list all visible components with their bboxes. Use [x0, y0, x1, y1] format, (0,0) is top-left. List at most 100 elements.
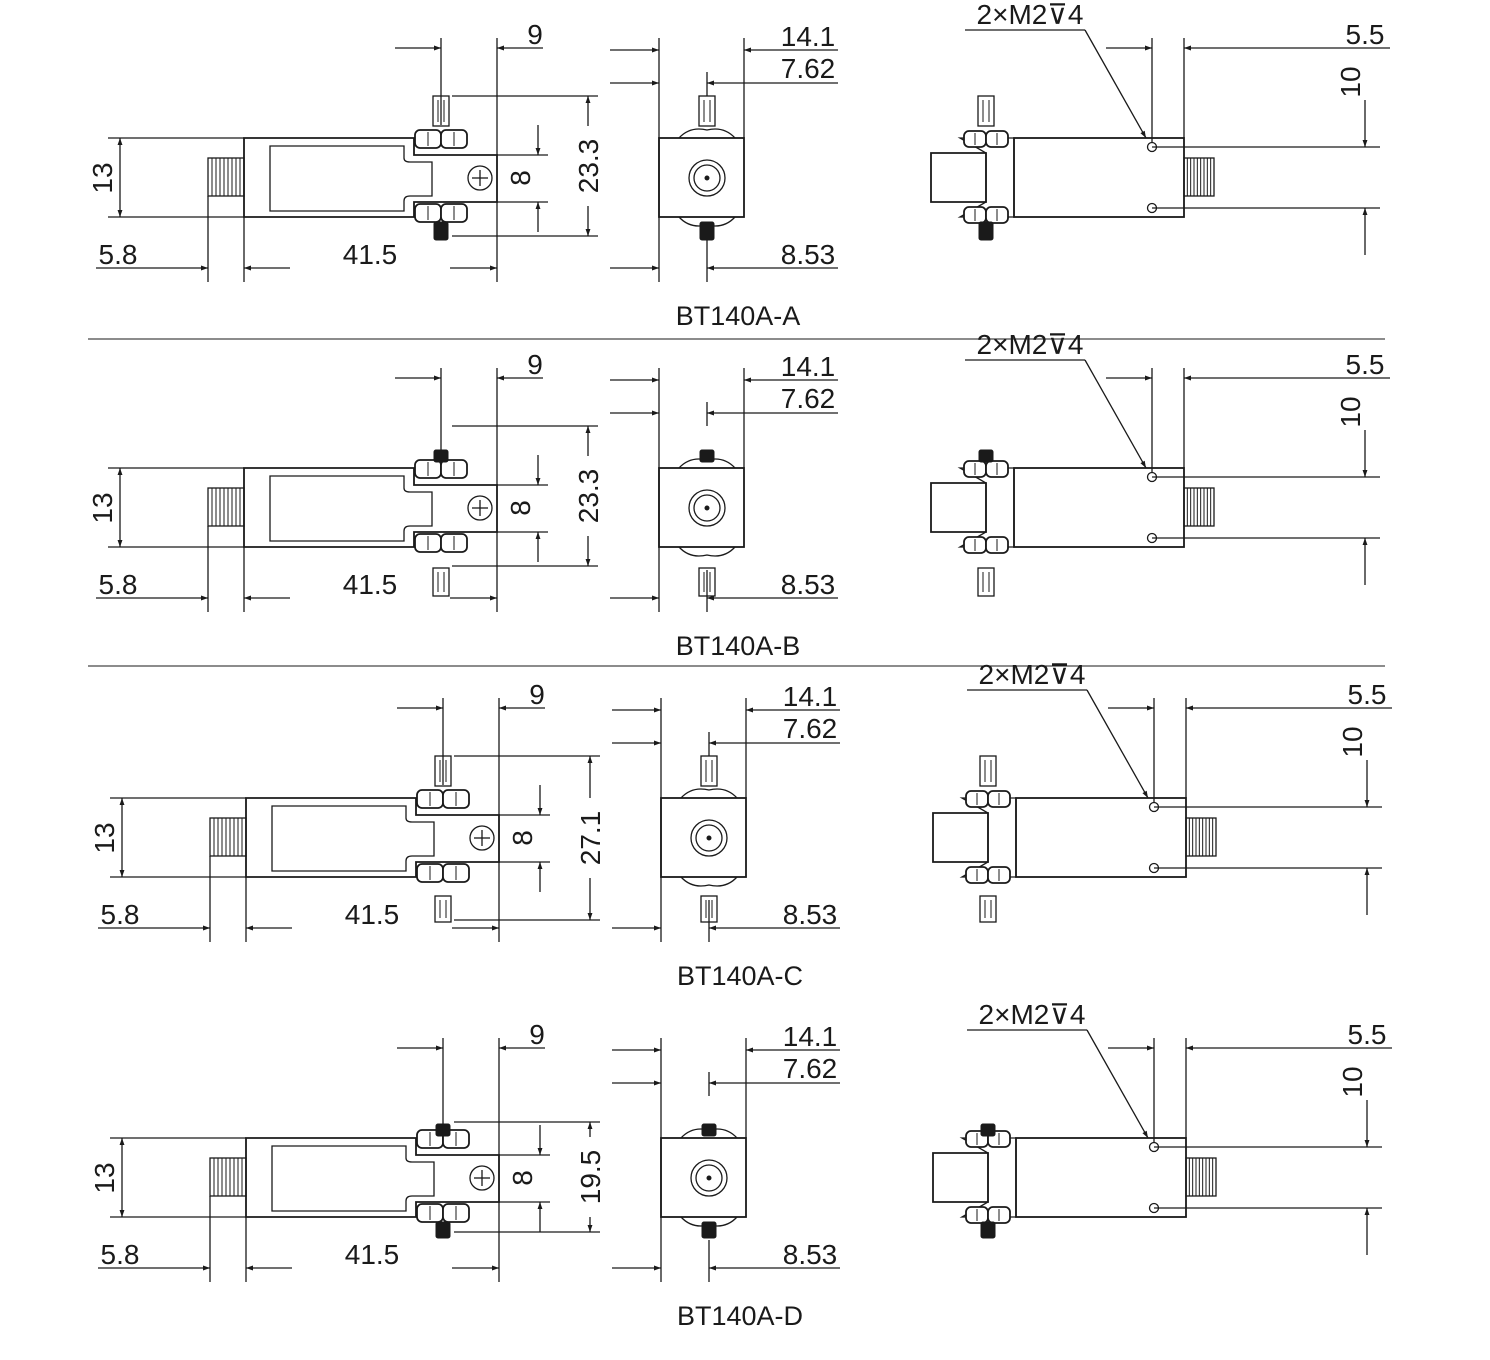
leader-arrow: [1084, 29, 1147, 139]
rf-port-outer: [690, 1159, 728, 1197]
leader-arrow: [1086, 1029, 1149, 1139]
nut-top: [678, 128, 736, 139]
dim-flange-offset: 9: [527, 19, 543, 50]
dim-side-width: 14.1: [781, 351, 836, 382]
rf-port-outer: [690, 819, 728, 857]
leader-arrow: [1084, 359, 1147, 469]
rear-view: 2×M2⊽4 5.5 10: [932, 999, 1392, 1255]
dim-total-height: 23.3: [573, 139, 604, 194]
dim-hole-note: 2×M2⊽4: [977, 329, 1084, 360]
housing-recess: [271, 1145, 435, 1212]
dim-flange-hole: 8: [505, 500, 536, 516]
bias-pin-open: [434, 895, 452, 923]
rear-view: 2×M2⊽45.510: [932, 659, 1392, 923]
dim-flange-offset: 9: [529, 679, 545, 710]
dim-hole-spacing: 10: [1337, 726, 1368, 757]
sma-connector-right: [1183, 487, 1215, 527]
bias-pin-open: [432, 567, 450, 597]
side-housing: [660, 1137, 747, 1218]
dim-side-depth: 8.53: [781, 569, 836, 600]
sma-connector-left: [209, 1157, 247, 1197]
dim-hole-note: 2×M2⊽4: [977, 0, 1084, 30]
bias-pin-solid: [701, 1123, 717, 1137]
housing-recess: [269, 145, 433, 212]
sma-connector-left: [207, 157, 245, 197]
dim-side-width: 14.1: [783, 681, 838, 712]
rf-port-inner: [695, 1164, 723, 1192]
dim-side-center: 7.62: [781, 383, 836, 414]
rear-housing: [1015, 797, 1187, 878]
dim-side-depth: 8.53: [781, 239, 836, 270]
housing-recess: [271, 805, 435, 872]
model-label: BT140A-D: [677, 1301, 803, 1331]
rear-flange: [932, 1152, 989, 1203]
dim-side-width: 14.1: [781, 21, 836, 52]
rear-bracket: [959, 797, 1017, 878]
rear-view: 2×M2⊽45.510: [930, 329, 1390, 597]
dim-connector-length: 5.8: [101, 899, 140, 930]
rear-bracket: [957, 137, 1015, 218]
mounting-screw-icon: [467, 495, 493, 521]
dim-hole-pitch: 5.5: [1346, 19, 1385, 50]
dim-hole-note: 2×M2⊽4: [979, 999, 1086, 1030]
bias-pin-solid: [980, 1221, 996, 1239]
dim-body-length: 41.5: [343, 239, 398, 270]
dim-total-height: 27.1: [575, 811, 606, 866]
bias-pin-solid: [699, 449, 715, 463]
dim-flange-offset: 9: [527, 349, 543, 380]
dim-body-height: 13: [87, 492, 118, 523]
dim-connector-length: 5.8: [99, 569, 138, 600]
dim-hole-spacing: 10: [1337, 1066, 1368, 1097]
bias-pin-solid: [980, 1123, 996, 1137]
dim-hole-spacing: 10: [1335, 66, 1366, 97]
side-housing: [658, 137, 745, 218]
rear-bracket: [957, 467, 1015, 548]
bias-pin-open: [700, 755, 718, 787]
bias-pin-solid: [435, 1221, 451, 1239]
mounting-screw-icon: [469, 1165, 495, 1191]
model-label: BT140A-B: [676, 631, 801, 661]
sma-connector-left: [207, 487, 245, 527]
leader-arrow: [1086, 689, 1149, 799]
model-label: BT140A-A: [676, 301, 801, 331]
dim-hole-pitch: 5.5: [1346, 349, 1385, 380]
side-view: 14.17.62 8.53: [610, 351, 838, 612]
dim-hole-pitch: 5.5: [1348, 1019, 1387, 1050]
bias-pin-open: [977, 95, 995, 127]
rf-port-outer: [688, 159, 726, 197]
sma-connector-right: [1183, 157, 1215, 197]
dim-side-depth: 8.53: [783, 1239, 838, 1270]
rear-view: 2×M2⊽4 5.5 10: [930, 0, 1390, 255]
rear-housing: [1015, 1137, 1187, 1218]
side-view: 14.17.628.53: [612, 681, 840, 942]
dim-body-height: 13: [87, 162, 118, 193]
dim-body-height: 13: [89, 822, 120, 853]
rear-flange: [932, 812, 989, 863]
dim-body-height: 13: [89, 1162, 120, 1193]
rear-housing: [1013, 137, 1185, 218]
dim-body-length: 41.5: [345, 1239, 400, 1270]
rear-flange: [930, 152, 987, 203]
side-view: 14.17.628.53: [612, 1021, 840, 1282]
dim-total-height: 23.3: [573, 469, 604, 524]
bias-pin-solid: [433, 221, 449, 241]
dim-flange-offset: 9: [529, 1019, 545, 1050]
rf-port-inner: [693, 164, 721, 192]
rf-port-inner: [693, 494, 721, 522]
rf-port-pin: [706, 835, 712, 841]
bias-pin-open: [977, 567, 995, 597]
bias-pin-open: [698, 95, 716, 127]
dim-connector-length: 5.8: [99, 239, 138, 270]
dim-body-length: 41.5: [345, 899, 400, 930]
bias-pin-solid: [435, 1123, 451, 1137]
dim-body-length: 41.5: [343, 569, 398, 600]
rf-port-inner: [695, 824, 723, 852]
bias-pin-open: [979, 755, 997, 787]
